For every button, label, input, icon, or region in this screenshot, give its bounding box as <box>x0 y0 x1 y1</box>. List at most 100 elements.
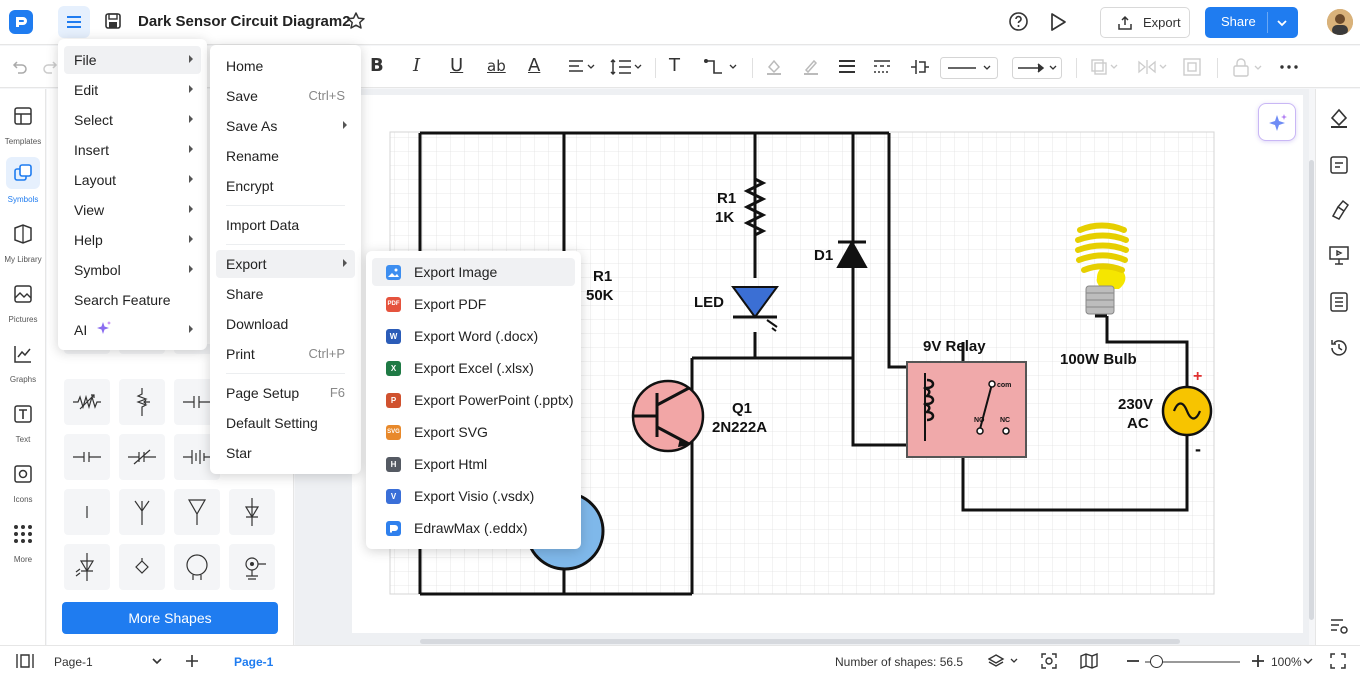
line-dash-icon[interactable] <box>873 59 891 75</box>
antenna-symbol[interactable] <box>119 489 165 535</box>
zoom-slider-handle[interactable] <box>1150 655 1163 668</box>
sidebar-item-graphs[interactable]: Graphs <box>0 337 46 393</box>
main-menu-button[interactable] <box>58 6 90 38</box>
menu-item-export[interactable]: Export <box>216 250 355 278</box>
menu-item-insert[interactable]: Insert <box>64 136 201 164</box>
line-color-icon[interactable] <box>802 58 820 76</box>
redo-icon[interactable] <box>42 58 58 74</box>
capacitor-symbol[interactable] <box>64 434 110 480</box>
zoom-level[interactable]: 100% <box>1271 655 1302 669</box>
zoom-in-icon[interactable] <box>1252 655 1264 667</box>
menu-item-layout[interactable]: Layout <box>64 166 201 194</box>
menu-item-edit[interactable]: Edit <box>64 76 201 104</box>
lock-icon[interactable] <box>1232 57 1266 77</box>
text-tool-icon[interactable]: T <box>669 55 680 76</box>
add-page-icon[interactable] <box>185 654 199 668</box>
page-settings-icon[interactable] <box>1328 154 1350 176</box>
more-shapes-button[interactable]: More Shapes <box>62 602 278 634</box>
menu-item-home[interactable]: Home <box>226 58 264 74</box>
tab-page-1[interactable]: Page-1 <box>234 655 274 669</box>
wire-symbol[interactable] <box>64 489 110 535</box>
menu-item-import-data[interactable]: Import Data <box>226 217 300 233</box>
play-icon[interactable] <box>1049 12 1067 32</box>
menu-item-encrypt[interactable]: Encrypt <box>226 178 274 194</box>
menu-item-export-image[interactable]: Export Image <box>372 258 575 286</box>
sidebar-item-symbols[interactable]: Symbols <box>0 157 46 213</box>
style-brush-icon[interactable] <box>1328 199 1350 221</box>
more-options-icon[interactable] <box>1280 65 1298 69</box>
menu-item-search-feature[interactable]: Search Feature <box>74 292 171 308</box>
sidebar-item-library[interactable]: My Library <box>0 217 46 273</box>
underline-icon[interactable]: U <box>450 55 464 76</box>
settings-panel-icon[interactable] <box>1328 615 1350 637</box>
page-select[interactable]: Page-1 <box>54 655 93 669</box>
menu-item-select[interactable]: Select <box>64 106 201 134</box>
menu-item-symbol[interactable]: Symbol <box>64 256 201 284</box>
sidebar-item-templates[interactable]: Templates <box>0 99 46 155</box>
line-style-dropdown[interactable] <box>940 57 998 79</box>
ai-assistant-button[interactable] <box>1258 103 1296 141</box>
flip-icon[interactable] <box>1137 58 1167 76</box>
zoom-slider[interactable] <box>1145 661 1240 663</box>
lamp-symbol[interactable] <box>174 544 220 590</box>
variable-resistor-symbol[interactable] <box>64 379 110 425</box>
menu-item-file[interactable]: File <box>64 46 201 74</box>
document-title[interactable]: Dark Sensor Circuit Diagram2 <box>138 13 351 30</box>
menu-item-export-word[interactable]: W Export Word (.docx) <box>372 322 575 350</box>
menu-item-export-eddx[interactable]: EdrawMax (.eddx) <box>372 514 575 542</box>
horizontal-scrollbar[interactable] <box>420 639 1180 644</box>
menu-item-ai[interactable]: AI <box>64 316 201 344</box>
share-button[interactable]: Share <box>1205 7 1298 38</box>
page-panel-icon[interactable] <box>16 653 34 669</box>
menu-item-share[interactable]: Share <box>226 286 264 302</box>
menu-item-view[interactable]: View <box>64 196 201 224</box>
avatar[interactable] <box>1327 9 1353 35</box>
star-icon[interactable] <box>346 11 366 31</box>
potentiometer-symbol[interactable] <box>119 379 165 425</box>
ground-symbol[interactable] <box>229 544 275 590</box>
help-icon[interactable] <box>1008 11 1029 32</box>
fullscreen-icon[interactable] <box>1330 653 1346 669</box>
menu-item-export-excel[interactable]: X Export Excel (.xlsx) <box>372 354 575 382</box>
arrange-icon[interactable] <box>1090 58 1118 76</box>
menu-item-export-svg[interactable]: SVG Export SVG <box>386 424 488 440</box>
menu-item-export-pdf[interactable]: PDF Export PDF <box>386 296 487 312</box>
sidebar-item-text[interactable]: Text <box>0 397 46 453</box>
photodiode-symbol[interactable] <box>64 544 110 590</box>
chevron-down-icon[interactable] <box>1303 657 1313 665</box>
menu-item-export-html[interactable]: H Export Html <box>372 450 575 478</box>
align-icon[interactable] <box>568 59 596 75</box>
sidebar-item-pictures[interactable]: Pictures <box>0 277 46 333</box>
line-weight-icon[interactable] <box>838 59 856 75</box>
app-logo-icon[interactable] <box>9 10 33 34</box>
font-color-icon[interactable]: A <box>528 55 541 76</box>
notes-icon[interactable] <box>1328 291 1350 313</box>
diamond-symbol[interactable] <box>119 544 165 590</box>
vertical-scrollbar[interactable] <box>1309 160 1314 620</box>
bold-icon[interactable]: B <box>370 55 384 76</box>
diode-symbol[interactable] <box>229 489 275 535</box>
export-button[interactable]: Export <box>1100 7 1190 38</box>
zoom-out-icon[interactable] <box>1127 660 1139 662</box>
strikethrough-icon[interactable]: ab <box>487 57 506 75</box>
group-icon[interactable] <box>1183 58 1201 76</box>
presentation-icon[interactable] <box>1328 244 1350 266</box>
arrow-end-dropdown[interactable] <box>1012 57 1062 79</box>
menu-item-rename[interactable]: Rename <box>226 148 279 164</box>
focus-icon[interactable] <box>1041 653 1057 669</box>
menu-item-export-visio[interactable]: V Export Visio (.vsdx) <box>372 482 575 510</box>
variable-capacitor-symbol[interactable] <box>119 434 165 480</box>
italic-icon[interactable]: I <box>413 55 421 76</box>
undo-icon[interactable] <box>12 58 28 74</box>
sidebar-item-more[interactable]: More <box>0 517 46 573</box>
chevron-down-icon[interactable] <box>151 656 163 666</box>
line-spacing-icon[interactable] <box>610 58 642 76</box>
antenna-symbol[interactable] <box>174 489 220 535</box>
chevron-down-icon[interactable] <box>1275 16 1289 30</box>
menu-item-save-as[interactable]: Save As <box>216 112 355 140</box>
menu-item-download[interactable]: Download <box>226 316 289 332</box>
history-icon[interactable] <box>1328 337 1350 359</box>
menu-item-default-setting[interactable]: Default Setting <box>226 415 318 431</box>
arrow-style-icon[interactable] <box>910 58 930 76</box>
